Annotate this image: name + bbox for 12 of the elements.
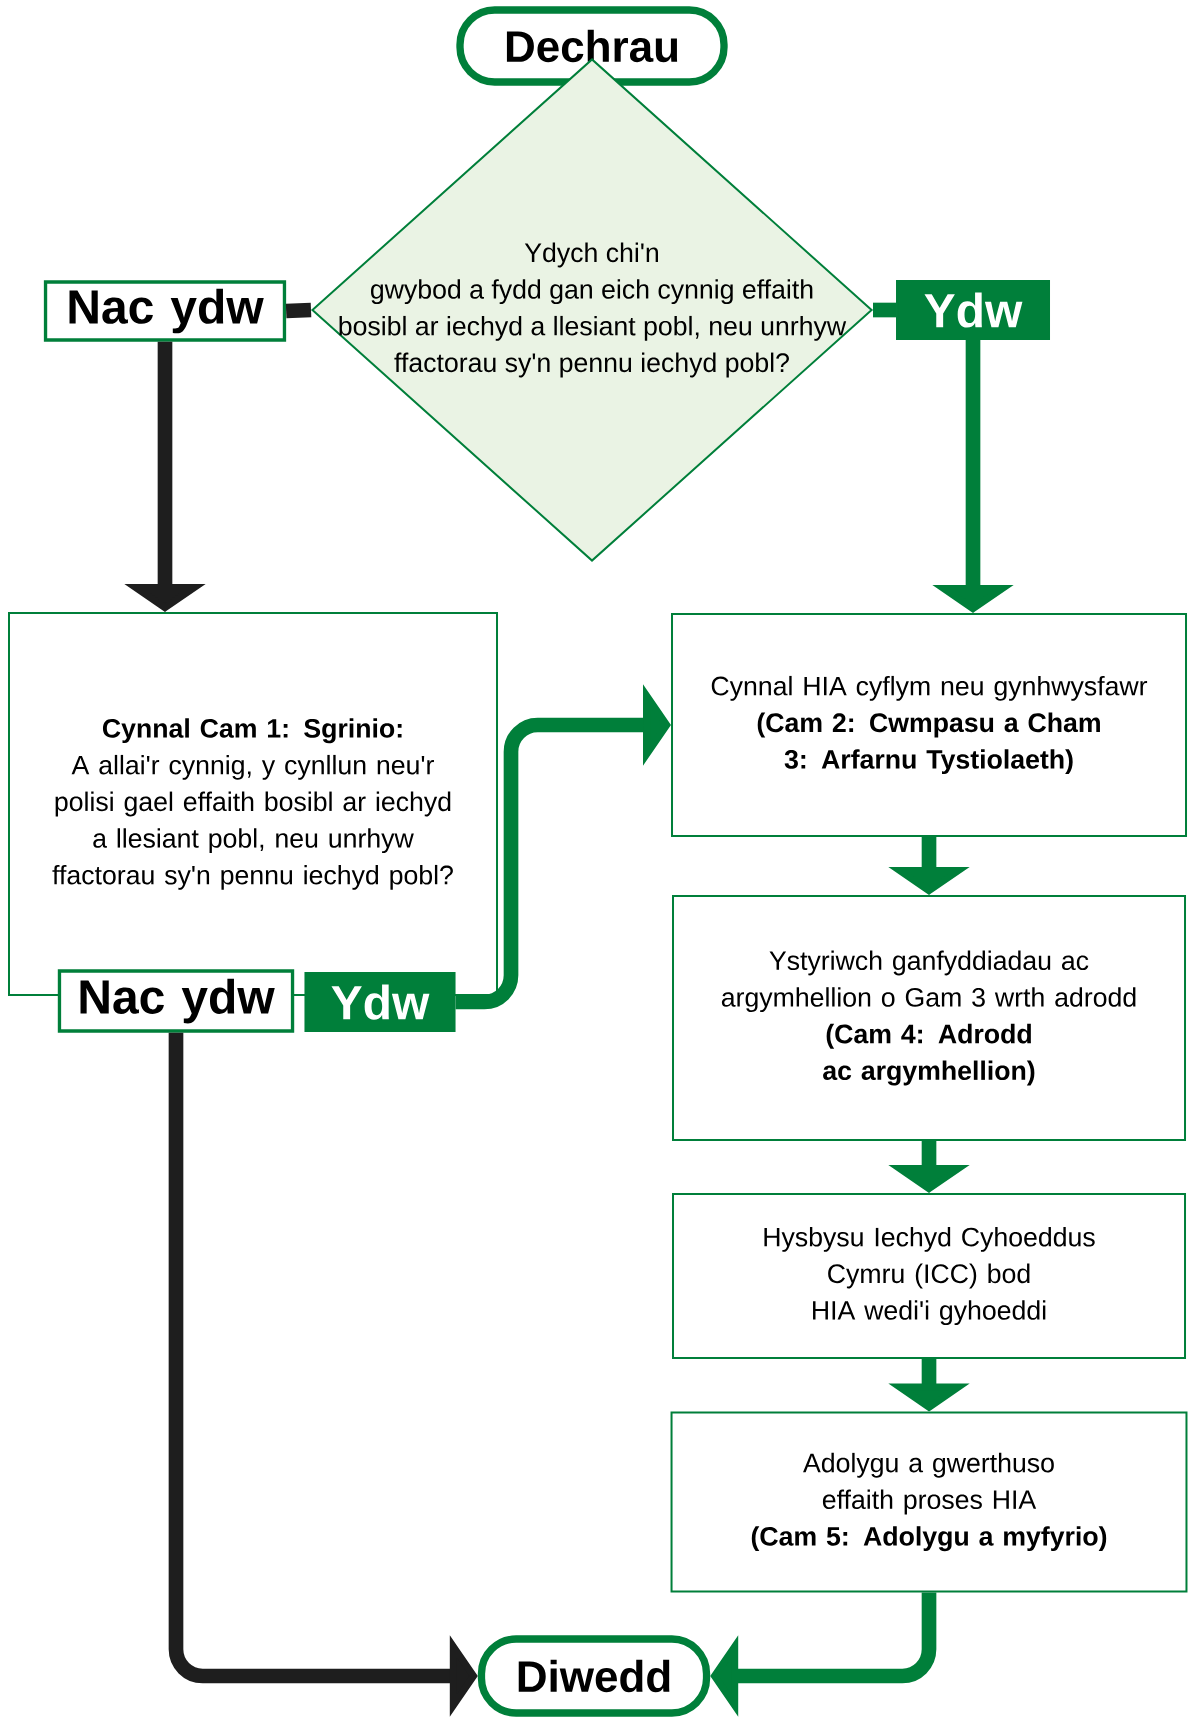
answer-label: Nac ydw <box>43 280 287 342</box>
answer-label: Nac ydw <box>57 969 295 1033</box>
connector-line <box>285 302 312 319</box>
answer-label: Ydw <box>896 280 1050 340</box>
process-box: Adolygu a gwerthuso effaith proses HIA (Cam 5: Adolygu a myfyrio) <box>670 1411 1188 1593</box>
terminal-pill: Diwedd <box>477 1635 711 1717</box>
process-box: Hysbysu Iechyd Cyhoeddus Cymru (ICC) bod HIA wedi'i gyhoeddi <box>672 1193 1186 1359</box>
process-box: Ystyriwch ganfyddiadau ac argymhellion o Gam 3 wrth adrodd (Cam 4: Adrodd ac argymhellion) <box>672 895 1186 1141</box>
terminal-pill: Dechrau <box>456 6 728 86</box>
process-box: Cynnal HIA cyflym neu gynhwysfawr (Cam 2: Cwmpasu a Cham 3: Arfarnu Tystiolaeth) <box>671 613 1187 837</box>
connector-line <box>873 302 896 318</box>
answer-label: Ydw <box>304 972 456 1032</box>
